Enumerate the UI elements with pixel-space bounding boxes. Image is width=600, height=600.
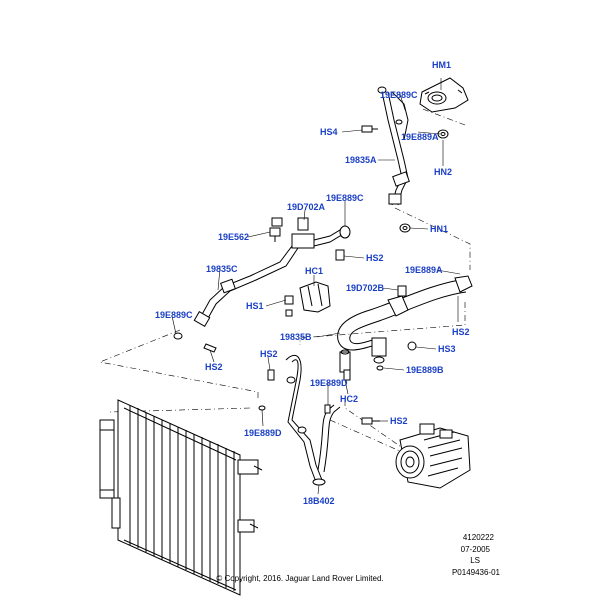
callout-19e889b: 19E889B xyxy=(406,365,444,375)
assembly-lines xyxy=(98,107,471,461)
callout-hn1: HN1 xyxy=(430,224,448,234)
callout-hm1: HM1 xyxy=(432,60,451,70)
callout-hs2-right: HS2 xyxy=(452,327,470,337)
ref-code: LS xyxy=(470,556,480,565)
callout-hs1: HS1 xyxy=(246,301,264,311)
callout-hs2-mid: HS2 xyxy=(366,253,384,263)
callout-hs2-low: HS2 xyxy=(390,416,408,426)
leader-lines xyxy=(171,78,461,495)
callout-19e889c-top: 19E889C xyxy=(380,90,418,100)
ref-part-number: P0149436-01 xyxy=(452,568,501,577)
copyright-text: © Copyright, 2016. Jaguar Land Rover Lim… xyxy=(216,574,383,583)
callout-19e889a-top: 19E889A xyxy=(401,132,439,142)
ref-date: 07-2005 xyxy=(461,545,491,554)
upper-small-parts xyxy=(361,119,449,233)
reference-block: 4120222 07-2005 LS P0149436-01 xyxy=(452,533,501,577)
callout-hs4: HS4 xyxy=(320,127,338,137)
pipe-19835c xyxy=(173,245,299,353)
ref-number: 4120222 xyxy=(463,533,495,542)
clamp-hc2 xyxy=(339,349,351,381)
hose-19835b xyxy=(337,275,473,371)
condenser xyxy=(99,399,263,596)
callout-labels: HM1 19E889C HS4 19E889A 19835A HN2 19E88… xyxy=(155,60,470,506)
callout-18b402: 18B402 xyxy=(303,496,335,506)
callout-19d702b: 19D702B xyxy=(346,283,385,293)
pipe-19835a xyxy=(377,86,410,206)
callout-19e889c-mid: 19E889C xyxy=(326,193,364,203)
callout-19d702a: 19D702A xyxy=(287,202,326,212)
callout-19835a: 19835A xyxy=(345,155,377,165)
ac-compressor xyxy=(395,423,471,489)
callout-19e562: 19E562 xyxy=(218,232,249,242)
clamp-hc1 xyxy=(284,281,331,317)
callout-19e889a-right: 19E889A xyxy=(405,265,443,275)
hose-18b402 xyxy=(285,355,341,486)
callout-hs2-left: HS2 xyxy=(205,362,223,372)
callout-hs2-center: HS2 xyxy=(260,349,278,359)
valve-block-19d702a xyxy=(269,217,351,261)
callout-hs3: HS3 xyxy=(438,344,456,354)
callout-19835b: 19835B xyxy=(280,332,312,342)
callout-hn2: HN2 xyxy=(434,167,452,177)
callout-hc2: HC2 xyxy=(340,394,358,404)
mounting-bracket-hm1 xyxy=(419,77,469,113)
callout-hc1: HC1 xyxy=(305,266,323,276)
callout-19e889c-left: 19E889C xyxy=(155,310,193,320)
callout-19e889d-left: 19E889D xyxy=(244,428,282,438)
callout-19835c: 19835C xyxy=(206,264,238,274)
callout-19e889d-center: 19E889D xyxy=(310,378,348,388)
